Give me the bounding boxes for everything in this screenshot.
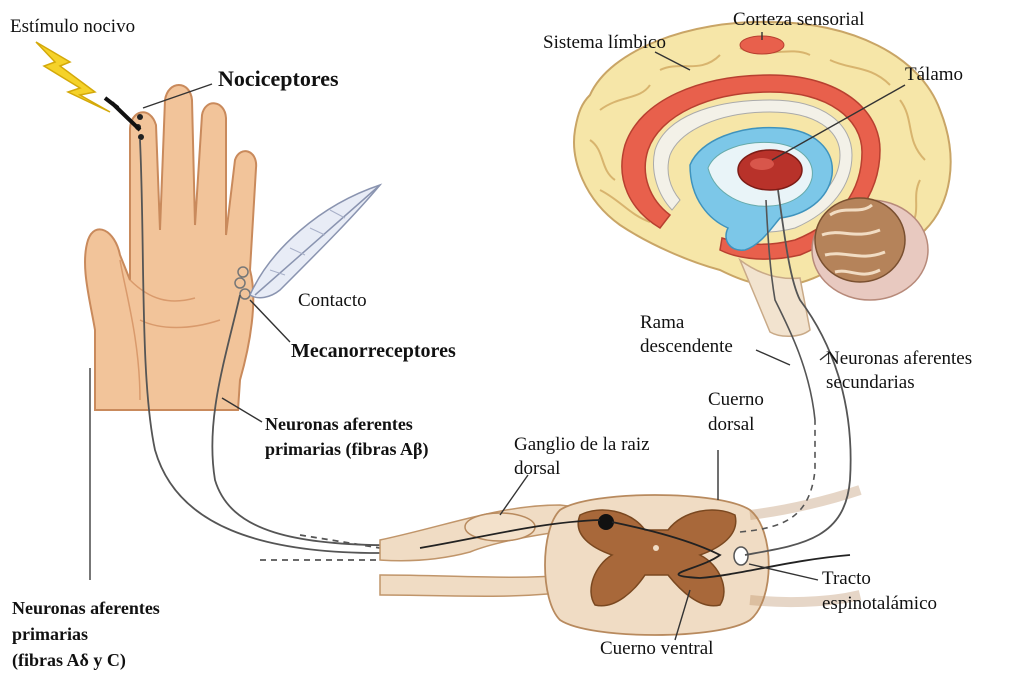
spinothalamic-tract bbox=[734, 547, 748, 565]
neuron-soma bbox=[598, 514, 614, 530]
label-descendente: descendente bbox=[640, 336, 733, 357]
label-sistema-limbico: Sistema límbico bbox=[543, 32, 666, 53]
label-neuronas-primarias-ab-2: primarias (fibras Aβ) bbox=[265, 439, 428, 460]
label-corteza-sensorial: Corteza sensorial bbox=[733, 9, 864, 30]
label-neuronas-primarias-ad-3: (fibras Aδ y C) bbox=[12, 650, 126, 671]
label-neuronas-primarias-ab-1: Neuronas aferentes bbox=[265, 414, 413, 434]
label-neuronas-primarias-ad-1: Neuronas aferentes bbox=[12, 598, 160, 618]
label-cuerno-ventral: Cuerno ventral bbox=[600, 638, 713, 659]
label-neuronas-secundarias-2: secundarias bbox=[826, 372, 915, 393]
label-cuerno-dorsal-1: Cuerno bbox=[708, 389, 764, 410]
brain bbox=[574, 22, 951, 336]
label-tracto-2: espinotalámico bbox=[822, 593, 937, 614]
pin-icon bbox=[105, 98, 140, 130]
hand-palm bbox=[85, 85, 256, 410]
hand bbox=[85, 85, 256, 410]
label-rama: Rama bbox=[640, 312, 685, 333]
label-ganglio-1: Ganglio de la raiz bbox=[514, 434, 650, 455]
label-contacto: Contacto bbox=[298, 290, 367, 311]
label-talamo: Tálamo bbox=[905, 64, 963, 85]
lightning-bolt-icon bbox=[36, 42, 110, 112]
label-ganglio-2: dorsal bbox=[514, 458, 560, 479]
label-tracto-1: Tracto bbox=[822, 568, 871, 589]
thalamus bbox=[738, 150, 802, 190]
label-mecanorreceptores: Mecanorreceptores bbox=[291, 340, 456, 362]
spinal-cord bbox=[380, 490, 860, 635]
label-neuronas-primarias-ad-2: primarias bbox=[12, 624, 88, 644]
label-cuerno-dorsal-2: dorsal bbox=[708, 414, 754, 435]
label-nociceptores: Nociceptores bbox=[218, 66, 339, 91]
label-neuronas-secundarias-1: Neuronas aferentes bbox=[826, 348, 972, 369]
label-estimulo-nocivo: Estímulo nocivo bbox=[10, 16, 135, 37]
feather-icon bbox=[250, 185, 380, 298]
